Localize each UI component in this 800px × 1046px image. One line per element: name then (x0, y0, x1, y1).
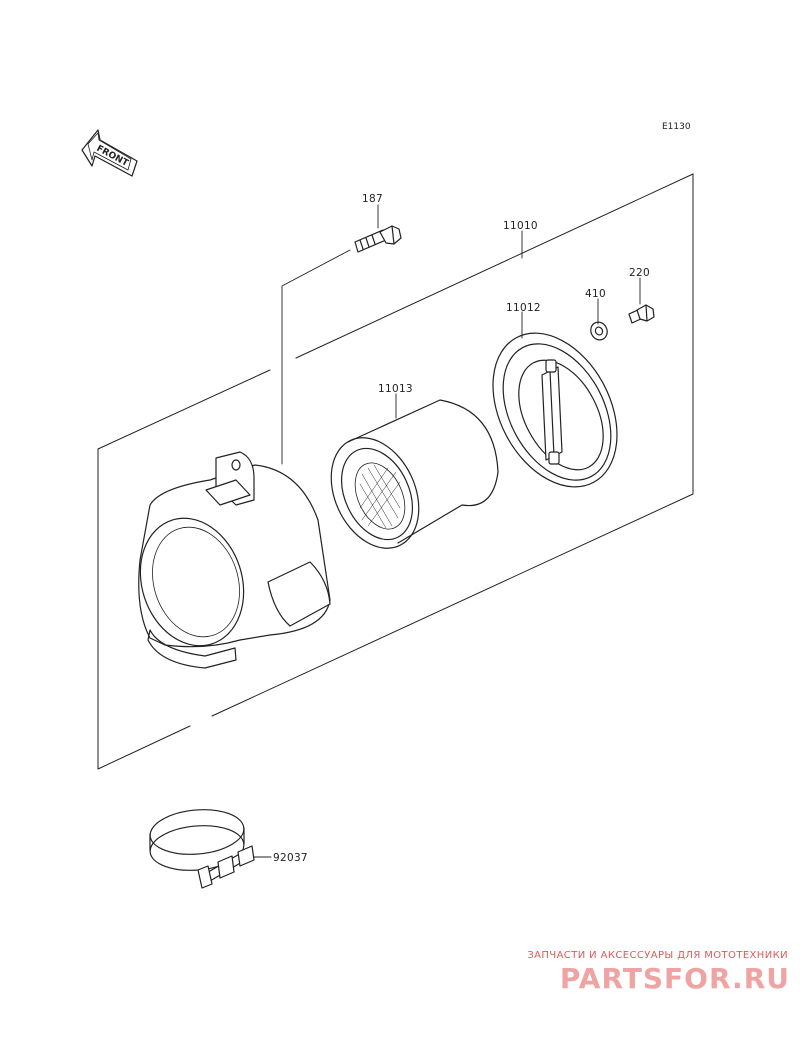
leader-lines (239, 204, 641, 858)
washer-410-icon (590, 321, 608, 341)
bolt-187-icon (354, 225, 402, 253)
bolt-220-icon (628, 304, 655, 324)
part-label-92037: 92037 (273, 852, 308, 864)
watermark-tagline: ЗАПЧАСТИ И АКСЕССУАРЫ ДЛЯ МОТОТЕХНИКИ (527, 950, 788, 961)
part-label-187: 187 (362, 193, 383, 205)
filter-element-11013-icon (330, 399, 499, 549)
diagram-code: E1130 (662, 122, 691, 132)
air-cleaner-housing-icon (138, 451, 331, 669)
part-label-11010: 11010 (503, 220, 538, 232)
cover-11012-icon (492, 332, 618, 488)
assembly-boundary (97, 173, 694, 770)
part-label-11012: 11012 (506, 302, 541, 314)
front-arrow-icon: FRONT (81, 129, 138, 177)
part-label-11013: 11013 (378, 383, 413, 395)
clamp-92037-icon (149, 809, 255, 889)
part-label-220: 220 (629, 267, 650, 279)
watermark-logo[interactable]: PARTSFOR.RU (559, 962, 790, 995)
part-label-410: 410 (585, 288, 606, 300)
